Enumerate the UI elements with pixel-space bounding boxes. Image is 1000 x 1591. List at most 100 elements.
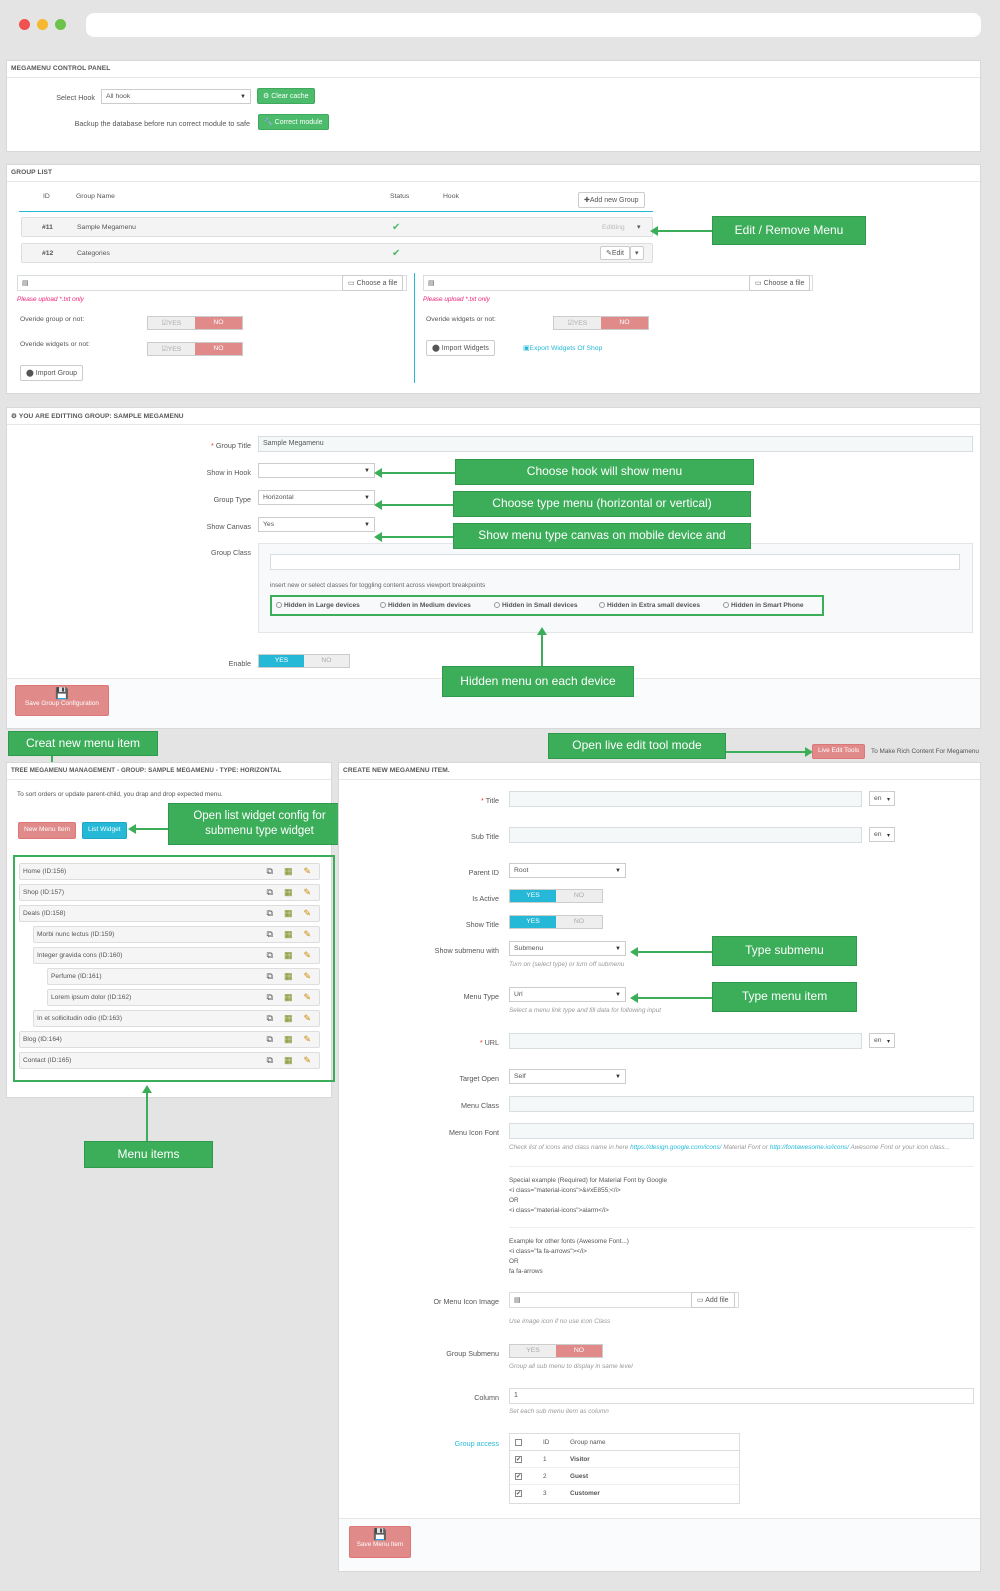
minimize-dot[interactable] xyxy=(37,19,48,30)
select-hook-dropdown[interactable]: All hook ▼ xyxy=(101,89,251,104)
toggle-yes[interactable]: YES xyxy=(510,890,556,902)
table-row[interactable]: #12 Categories ✔ ✎Edit ▾ xyxy=(21,243,653,263)
delete-icon[interactable]: ▦ xyxy=(283,1034,293,1044)
target-open-dropdown[interactable]: Self▼ xyxy=(509,1069,626,1084)
toggle-yes[interactable]: ☑YES xyxy=(148,343,195,355)
toggle-no[interactable]: NO xyxy=(556,916,602,928)
choose-file-button[interactable]: ▭ Choose a file xyxy=(749,275,811,291)
sub-title-lang-select[interactable]: en▾ xyxy=(869,827,895,842)
pencil-icon[interactable]: ✎ xyxy=(303,1013,311,1023)
menu-class-input[interactable] xyxy=(509,1096,974,1112)
list-item[interactable]: Contact (ID:165) ⧉▦✎ xyxy=(19,1052,320,1069)
list-item[interactable]: Home (ID:156) ⧉▦✎ xyxy=(19,863,320,880)
list-item[interactable]: Lorem ipsum dolor (ID:162) ⧉▦✎ xyxy=(47,989,320,1006)
pencil-icon[interactable]: ✎ xyxy=(303,971,311,981)
toggle-yes[interactable]: YES xyxy=(510,916,556,928)
pencil-icon[interactable]: ✎ xyxy=(303,992,311,1002)
toggle-yes[interactable]: ☑YES xyxy=(148,317,195,329)
caret-down-icon[interactable]: ▾ xyxy=(630,246,644,260)
copy-icon[interactable]: ⧉ xyxy=(266,887,273,897)
pencil-icon[interactable]: ✎ xyxy=(303,1055,311,1065)
menu-icon-input[interactable] xyxy=(509,1123,974,1139)
copy-icon[interactable]: ⧉ xyxy=(266,1034,273,1044)
choose-file-button[interactable]: ▭ Choose a file xyxy=(342,275,404,291)
copy-icon[interactable]: ⧉ xyxy=(266,929,273,939)
row-checkbox[interactable]: ✔ xyxy=(515,1456,522,1463)
table-row[interactable]: ✔ 1 Visitor xyxy=(510,1451,739,1468)
copy-icon[interactable]: ⧉ xyxy=(266,1013,273,1023)
radio-hidden-phone[interactable]: Hidden in Smart Phone xyxy=(723,602,804,609)
radio-hidden-xsmall[interactable]: Hidden in Extra small devices xyxy=(599,602,700,609)
list-item[interactable]: In et sollicitudin odio (ID:163) ⧉▦✎ xyxy=(33,1010,320,1027)
icon-image-input[interactable]: ▤ xyxy=(509,1292,739,1308)
list-item[interactable]: Deals (ID:158) ⧉▦✎ xyxy=(19,905,320,922)
radio-hidden-large[interactable]: Hidden in Large devices xyxy=(276,602,360,609)
pencil-icon[interactable]: ✎ xyxy=(303,950,311,960)
material-icons-link[interactable]: https://design.google.com/icons/ xyxy=(630,1144,722,1151)
toggle-yes[interactable]: YES xyxy=(259,655,304,667)
toggle-no[interactable]: NO xyxy=(601,317,648,329)
save-menu-item-button[interactable]: 💾 Save Menu Item xyxy=(349,1526,411,1558)
live-edit-tools-button[interactable]: Live Edit Tools xyxy=(812,744,866,759)
url-lang-select[interactable]: en▾ xyxy=(869,1033,895,1048)
show-submenu-dropdown[interactable]: Submenu▼ xyxy=(509,941,626,956)
edit-group-button[interactable]: ✎Edit xyxy=(600,246,630,260)
table-row[interactable]: ✔ 3 Customer xyxy=(510,1485,739,1502)
copy-icon[interactable]: ⧉ xyxy=(266,1055,273,1065)
toggle-no[interactable]: NO xyxy=(556,890,602,902)
group-type-dropdown[interactable]: Horizontal ▼ xyxy=(258,490,375,505)
copy-icon[interactable]: ⧉ xyxy=(266,950,273,960)
title-input[interactable] xyxy=(509,791,862,807)
import-group-button[interactable]: ⬤ Import Group xyxy=(20,365,84,381)
pencil-icon[interactable]: ✎ xyxy=(303,1034,311,1044)
sub-title-input[interactable] xyxy=(509,827,862,843)
toggle-no[interactable]: NO xyxy=(556,1345,602,1357)
pencil-icon[interactable]: ✎ xyxy=(303,887,311,897)
clear-cache-button[interactable]: ⚙ Clear cache xyxy=(257,88,315,104)
radio-hidden-medium[interactable]: Hidden in Medium devices xyxy=(380,602,471,609)
list-item[interactable]: Perfume (ID:161) ⧉▦✎ xyxy=(47,968,320,985)
row-checkbox[interactable]: ✔ xyxy=(515,1473,522,1480)
enable-toggle[interactable]: YES NO xyxy=(258,654,350,668)
correct-module-button[interactable]: 🔧 Correct module xyxy=(258,114,329,130)
row-checkbox[interactable]: ✔ xyxy=(515,1490,522,1497)
delete-icon[interactable]: ▦ xyxy=(283,887,293,897)
toggle-no[interactable]: NO xyxy=(304,655,349,667)
group-title-input[interactable]: Sample Megamenu xyxy=(258,436,973,452)
delete-icon[interactable]: ▦ xyxy=(283,971,293,981)
list-item[interactable]: Shop (ID:157) ⧉▦✎ xyxy=(19,884,320,901)
save-group-button[interactable]: 💾 Save Group Configuration xyxy=(15,685,109,716)
copy-icon[interactable]: ⧉ xyxy=(266,908,273,918)
delete-icon[interactable]: ▦ xyxy=(283,1055,293,1065)
menu-type-dropdown[interactable]: Url▼ xyxy=(509,987,626,1002)
url-input[interactable] xyxy=(509,1033,862,1049)
show-title-toggle[interactable]: YES NO xyxy=(509,915,603,929)
caret-down-icon[interactable]: ▾ xyxy=(637,224,641,231)
toggle-no[interactable]: NO xyxy=(195,343,242,355)
pencil-icon[interactable]: ✎ xyxy=(303,908,311,918)
select-all-checkbox[interactable] xyxy=(515,1439,522,1446)
group-class-input[interactable] xyxy=(270,554,960,570)
list-item[interactable]: Morbi nunc lectus (ID:159) ⧉▦✎ xyxy=(33,926,320,943)
delete-icon[interactable]: ▦ xyxy=(283,950,293,960)
table-row[interactable]: #11 Sample Megamenu ✔ Editting ▾ xyxy=(21,217,653,237)
title-lang-select[interactable]: en▾ xyxy=(869,791,895,806)
delete-icon[interactable]: ▦ xyxy=(283,1013,293,1023)
widgets-file-input[interactable]: ▤ xyxy=(423,275,813,291)
pencil-icon[interactable]: ✎ xyxy=(303,866,311,876)
toggle-yes[interactable]: ☑YES xyxy=(554,317,601,329)
list-widget-button[interactable]: List Widget xyxy=(82,822,127,839)
copy-icon[interactable]: ⧉ xyxy=(266,971,273,981)
new-menu-item-button[interactable]: New Menu Item xyxy=(18,822,77,839)
copy-icon[interactable]: ⧉ xyxy=(266,866,273,876)
toggle-yes[interactable]: YES xyxy=(510,1345,556,1357)
list-item[interactable]: Integer gravida cons (ID:160) ⧉▦✎ xyxy=(33,947,320,964)
toggle-no[interactable]: NO xyxy=(195,317,242,329)
show-in-hook-dropdown[interactable]: ▼ xyxy=(258,463,375,478)
override-widgets-toggle[interactable]: ☑YES NO xyxy=(553,316,649,330)
delete-icon[interactable]: ▦ xyxy=(283,908,293,918)
radio-hidden-small[interactable]: Hidden in Small devices xyxy=(494,602,578,609)
group-submenu-toggle[interactable]: YES NO xyxy=(509,1344,603,1358)
maximize-dot[interactable] xyxy=(55,19,66,30)
fontawesome-link[interactable]: http://fontawesome.io/icons/ xyxy=(769,1144,849,1151)
